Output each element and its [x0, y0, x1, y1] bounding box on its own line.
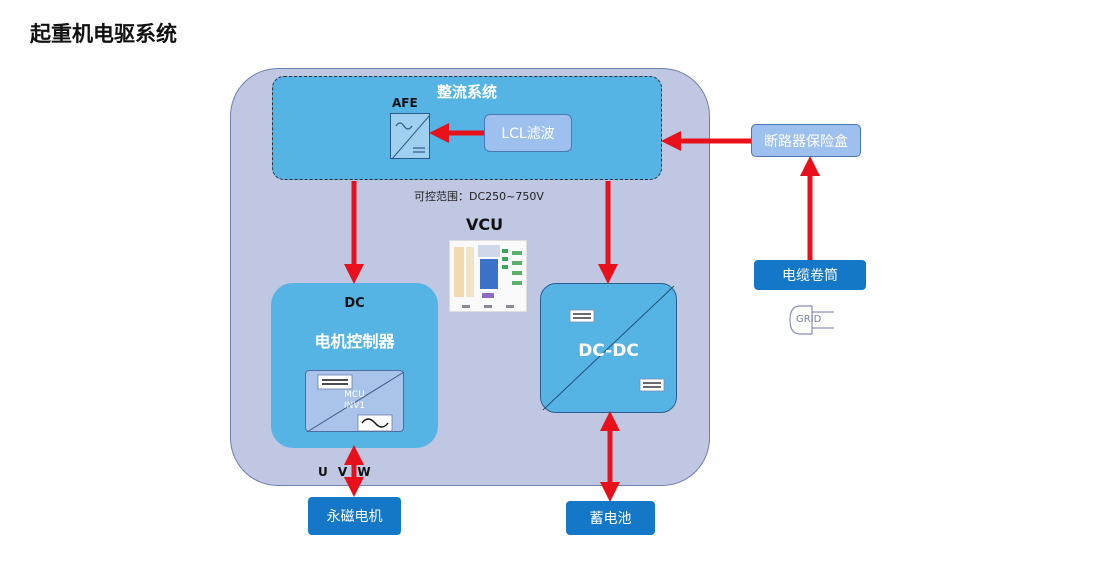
control-range-text: 可控范围：DC250~750V — [414, 190, 544, 203]
rectifier-system-title: 整流系统 — [436, 83, 497, 101]
battery-box: 蓄电池 — [566, 501, 655, 535]
inverter-icon — [305, 370, 405, 433]
grid-label: GRID — [796, 314, 822, 325]
inverter-label: MCU INV1 — [305, 390, 404, 412]
lcl-filter-box: LCL滤波 — [484, 114, 572, 152]
breaker-fuse-box: 断路器保险盒 — [751, 124, 861, 157]
grid-plug-icon — [789, 305, 834, 335]
vcu-label: VCU — [466, 215, 504, 234]
afe-converter-icon — [390, 113, 431, 160]
afe-label: AFE — [392, 96, 418, 110]
inverter-label-line2: INV1 — [343, 401, 366, 411]
motor-controller-title: 电机控制器 — [314, 332, 395, 351]
dc-label: DC — [344, 296, 365, 311]
cable-reel-box: 电缆卷筒 — [754, 260, 866, 290]
rectifier-system-box — [272, 76, 662, 180]
page-title: 起重机电驱系统 — [30, 22, 177, 46]
dcdc-title: DC-DC — [578, 341, 639, 361]
inverter-label-line1: MCU — [344, 390, 365, 400]
pm-motor-box: 永磁电机 — [308, 497, 401, 535]
vcu-schematic-image — [449, 240, 527, 312]
dcdc-converter-box — [540, 283, 677, 413]
